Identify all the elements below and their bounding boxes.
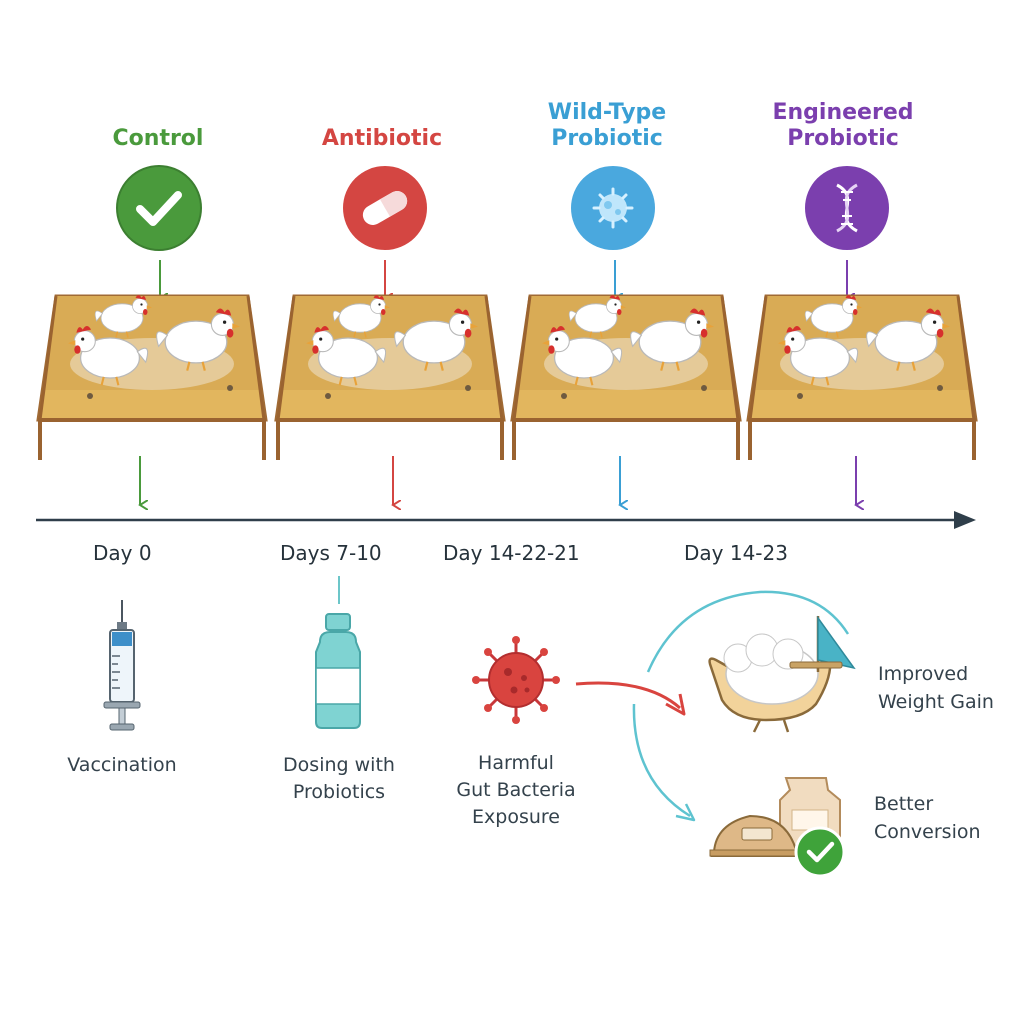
caption-line: Dosing with	[283, 754, 395, 776]
outcome-line: Weight Gain	[878, 691, 994, 713]
group-title-engineered-probiotic: Engineered Probiotic	[733, 100, 953, 152]
dna-helix-icon	[804, 165, 890, 251]
stage-label-day-14-23: Day 14-23	[684, 541, 788, 565]
chicken-icon	[804, 295, 862, 338]
group-title-line: Control	[112, 126, 204, 151]
pill-capsule-icon	[342, 165, 428, 251]
group-arrows	[36, 260, 976, 529]
pen-wild-type-probiotic	[508, 292, 744, 464]
outcome-weight-gain: Improved Weight Gain	[878, 660, 994, 716]
outcome-conversion: Better Conversion	[874, 790, 981, 846]
group-title-control: Control	[48, 126, 268, 152]
timeline-axis	[36, 511, 976, 529]
stage-label-days-7-10: Days 7-10	[280, 541, 382, 565]
arrow-cycle-to-weight-gain	[646, 590, 850, 673]
syringe-icon	[100, 598, 144, 742]
pen-antibiotic	[272, 292, 508, 464]
group-title-line: Wild-Type	[547, 100, 667, 125]
group-title-line: Probiotic	[551, 126, 663, 151]
caption-line: Gut Bacteria	[456, 779, 576, 801]
checkmark-icon	[116, 165, 202, 251]
feed-bag-check-icon	[708, 770, 858, 884]
chicken-icon	[778, 325, 859, 386]
arrow-exposure-to-weight-gain	[575, 681, 686, 716]
caption-vaccination: Vaccination	[42, 752, 202, 779]
outcome-arrows	[575, 590, 850, 822]
group-title-line: Antibiotic	[321, 126, 443, 151]
outcome-line: Conversion	[874, 821, 981, 843]
caption-line: Harmful	[478, 752, 554, 774]
chicken-icon	[866, 308, 950, 371]
group-title-wild-type-probiotic: Wild-Type Probiotic	[497, 100, 717, 152]
caption-exposure: Harmful Gut Bacteria Exposure	[436, 750, 596, 831]
chicken-icon	[68, 325, 149, 386]
chicken-icon	[332, 295, 390, 338]
chicken-icon	[630, 308, 714, 371]
pen-control	[34, 292, 270, 464]
stage-label-day-0: Day 0	[93, 541, 152, 565]
caption-dosing: Dosing with Probiotics	[259, 752, 419, 806]
caption-line: Exposure	[472, 806, 560, 828]
group-title-line: Probiotic	[787, 126, 899, 151]
stage-label-day-14-22-21: Day 14-22-21	[443, 541, 580, 565]
outcome-line: Improved	[878, 663, 969, 685]
bottle-icon	[308, 612, 368, 734]
chicken-icon	[568, 295, 626, 338]
chicken-icon	[94, 295, 152, 338]
chicken-icon	[306, 325, 387, 386]
chicken-icon	[542, 325, 623, 386]
scale-with-chicken-icon	[704, 612, 860, 742]
outcome-line: Better	[874, 793, 934, 815]
group-title-line: Engineered	[772, 100, 914, 125]
arrow-cycle-to-conversion	[632, 703, 696, 822]
connector-line	[338, 576, 340, 604]
microbe-icon	[570, 165, 656, 251]
caption-line: Vaccination	[67, 754, 177, 776]
virus-icon	[470, 634, 562, 730]
chicken-icon	[394, 308, 478, 371]
pen-engineered-probiotic	[744, 292, 980, 464]
chicken-icon	[156, 308, 240, 371]
group-title-antibiotic: Antibiotic	[272, 126, 492, 152]
caption-line: Probiotics	[292, 781, 386, 803]
